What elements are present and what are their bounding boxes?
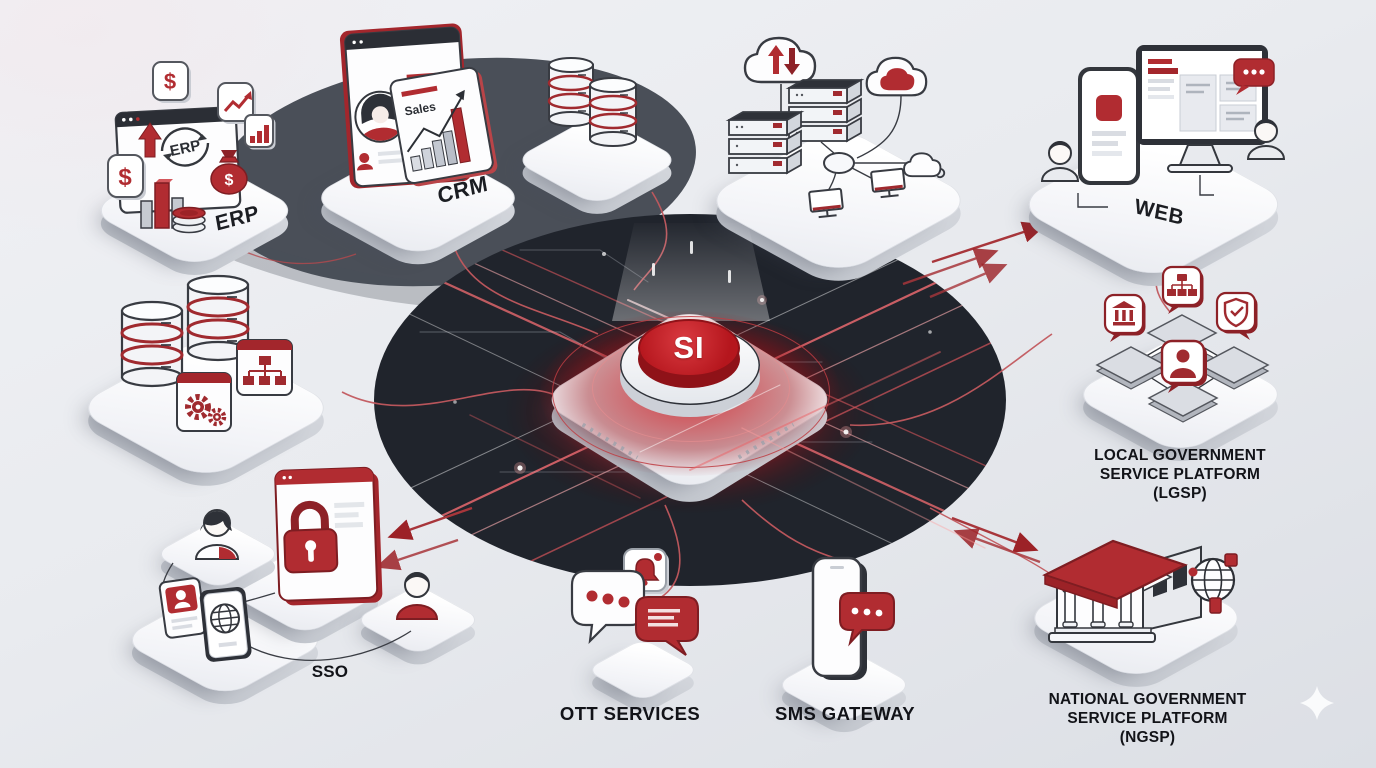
ngsp-icons [1042,539,1238,643]
node-crm: Sales CRM [295,15,545,272]
bar-chart-badge-icon [244,114,276,150]
globe-network-icon [1188,553,1238,614]
network-hub-icon [820,141,907,197]
workstation-icon [808,187,844,219]
sso-label: SSO [311,662,349,681]
government-bubble-icon [1103,293,1146,342]
database-stack-icon [588,77,638,147]
lgsp-label: LOCAL GOVERNMENT SERVICE PLATFORM (LGSP) [1094,447,1266,503]
node-sso: SSO [115,435,495,712]
padlock-browser-icon [274,466,383,606]
passport-globe-icon [199,586,252,662]
sms-label: SMS GATEWAY [774,703,916,724]
workstation-icon [870,167,906,199]
crm-icons: Sales [339,23,498,189]
crm-chart-title: Sales [403,99,437,118]
user-icon [357,152,374,171]
money-bag-icon: $ [210,150,248,195]
trend-arrow-icon [406,89,465,153]
user-bubble-icon [1160,339,1207,393]
user-icon [1040,141,1080,182]
node-web: WEB [1000,25,1310,296]
server-stack-icon [785,78,865,143]
database-stack-icon [120,300,184,388]
erp-icon-text: ERP [168,137,202,160]
padlock-icon [283,500,339,574]
sso-icons [158,466,439,662]
node-sms: SMS GATEWAY [760,505,930,740]
id-card-icon [158,577,207,639]
node-lgsp: LOCAL GOVERNMENT SERVICE PLATFORM (LGSP) [1045,255,1315,515]
sync-arrows-icon: ERP [160,127,210,167]
male-user-icon [395,572,439,620]
server-icons [725,36,946,219]
web-icons [1040,45,1286,208]
smartphone-app-icon [1078,67,1140,185]
light-beam [612,223,770,321]
network-tile [1198,346,1270,390]
svg-text:$: $ [164,69,176,94]
shield-bubble-icon [1215,291,1258,340]
org-chart-window-icon [236,339,293,396]
user-icon [1246,119,1286,160]
database-left-icons [120,274,293,432]
ott-label: OTT SERVICES [559,703,701,724]
up-arrow-icon [138,122,162,158]
org-chart-bubble-icon [1161,265,1204,314]
sparkle-icon [1300,686,1334,720]
gears-window-icon [176,372,232,432]
node-erp: ERP $ $ [55,35,355,285]
trend-arrow-badge-icon [217,82,256,124]
network-tile [1095,346,1167,390]
svg-text:$: $ [225,172,234,189]
node-ngsp: NATIONAL GOVERNMENT SERVICE PLATFORM (NG… [1005,465,1290,765]
beam-particle [728,270,731,283]
female-user-icon [194,509,240,560]
government-building-icon [1042,539,1202,643]
database-stack-icon [186,274,250,362]
beam-particle [690,241,693,254]
coin-stack-icon [172,206,206,234]
erp-icons: ERP $ $ [107,61,276,234]
lgsp-icons [1095,265,1270,423]
database-stack-icon [547,57,595,127]
cloud-transfer-icon [743,36,817,84]
cloud-connector-icon [903,152,946,179]
node-servers [685,10,995,291]
sms-icons [811,556,895,680]
chat-bubble-icon [1233,58,1275,95]
si-hub-label: SI [673,330,705,365]
node-database-left [55,245,365,495]
ott-icons [570,548,699,656]
network-tile [1147,379,1219,423]
dollar-badge-icon: $ [107,154,146,200]
dollar-badge-icon: $ [152,61,191,103]
node-database-top [500,45,700,220]
server-stack-icon [725,110,805,175]
ngsp-label: NATIONAL GOVERNMENT SERVICE PLATFORM (NG… [1048,691,1247,747]
message-bubble-icon [635,596,699,656]
sales-chart-icon: Sales [389,66,498,187]
smartphone-icon [811,556,895,680]
node-ott: OTT SERVICES [540,505,720,740]
svg-text:$: $ [118,164,132,191]
database-icons [547,57,638,147]
beam-particle [652,263,655,276]
cloud-data-icon [865,56,928,97]
chat-bubble-icon [839,592,895,647]
chat-bubble-icon [570,569,646,645]
